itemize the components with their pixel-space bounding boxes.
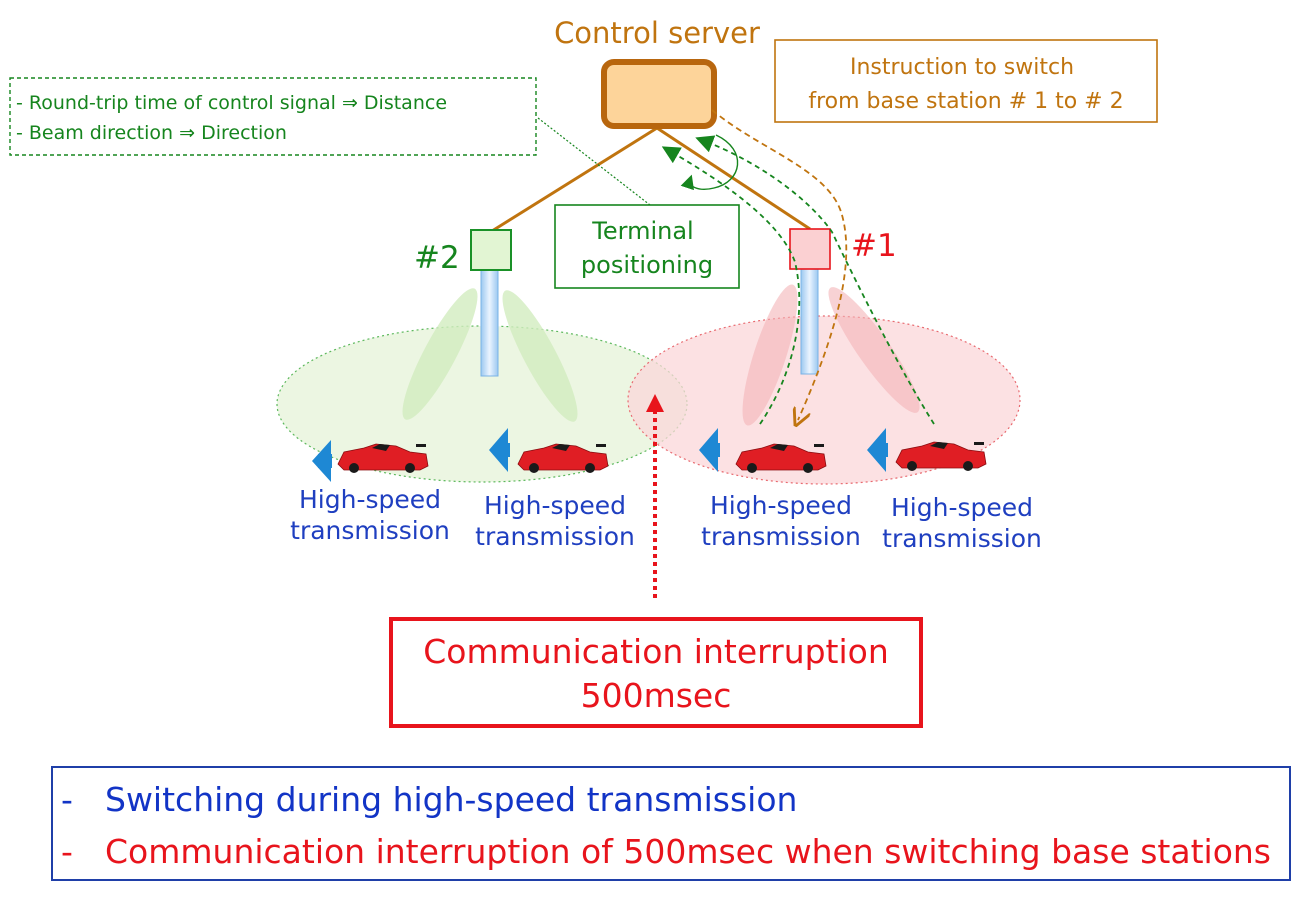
terminal-label-1-line-2: transmission — [290, 516, 450, 545]
summary-box: -Switching during high-speed transmissio… — [51, 766, 1291, 881]
positioning-line-2: positioning — [581, 251, 713, 279]
base-station-2 — [470, 229, 512, 271]
instruction-box — [774, 39, 1158, 123]
summary-item-2-text: Communication interruption of 500msec wh… — [105, 832, 1271, 871]
terminal-label-3-line-1: High-speed — [709, 491, 852, 520]
summary-bullet-2: - — [61, 832, 73, 871]
terminal-label-1-line-1: High-speed — [298, 485, 441, 514]
direction-arrow-car-2-tail — [496, 443, 510, 457]
interruption-pointer-arrowhead — [646, 394, 664, 412]
positioning-line-1: Terminal — [591, 217, 693, 245]
station-2-label: #2 — [414, 240, 460, 276]
terminal-label-4-line-1: High-speed — [890, 493, 1033, 522]
summary-item-1: -Switching during high-speed transmissio… — [61, 774, 1289, 826]
direction-arrow-car-3-tail — [706, 443, 720, 457]
server-title: Control server — [554, 16, 760, 50]
measurement-line-1: - Round-trip time of control signal ⇒ Di… — [16, 92, 447, 114]
terminal-label-3-line-2: transmission — [701, 522, 861, 551]
wire-server-to-station-1 — [656, 126, 811, 231]
station-1-label: #1 — [851, 228, 897, 264]
summary-item-1-text: Switching during high-speed transmission — [105, 780, 798, 819]
control-server — [601, 59, 717, 129]
instruction-line-1: Instruction to switch — [850, 55, 1074, 80]
control-signal-path-car-4 — [695, 135, 935, 425]
terminal-label-1: High-speed transmission — [270, 484, 470, 546]
wire-server-to-station-2 — [491, 126, 658, 233]
car-2 — [517, 443, 609, 473]
summary-item-2: -Communication interruption of 500msec w… — [61, 826, 1289, 878]
interruption-line-2: 500msec — [580, 676, 732, 715]
beams-station-1 — [742, 284, 920, 426]
car-4 — [895, 441, 987, 471]
car-3 — [735, 443, 827, 473]
terminal-label-2-line-1: High-speed — [483, 491, 626, 520]
switch-instruction-path — [711, 109, 848, 420]
interruption-box: Communication interruption 500msec — [389, 617, 923, 728]
coverage-area-station-1 — [627, 315, 1021, 485]
terminal-label-4-line-2: transmission — [882, 524, 1042, 553]
round-trip-loop-icon — [680, 134, 739, 191]
base-station-1 — [789, 228, 831, 270]
instruction-line-2: from base station # 1 to # 2 — [808, 89, 1123, 114]
antenna-pole-station-1 — [800, 267, 819, 375]
measurement-box — [9, 77, 537, 156]
interruption-line-1: Communication interruption — [423, 632, 889, 671]
direction-arrow-car-1-tail — [318, 454, 332, 468]
measurement-line-2: - Beam direction ⇒ Direction — [16, 122, 287, 144]
terminal-label-2-line-2: transmission — [475, 522, 635, 551]
summary-bullet-1: - — [61, 780, 73, 819]
positioning-box — [554, 204, 740, 289]
terminal-label-3: High-speed transmission — [681, 490, 881, 552]
antenna-pole-station-2 — [480, 269, 499, 377]
car-1 — [337, 443, 429, 473]
terminal-label-2: High-speed transmission — [455, 490, 655, 552]
direction-arrow-car-4-tail — [874, 443, 888, 457]
beams-station-2 — [402, 288, 578, 422]
terminal-label-4: High-speed transmission — [862, 492, 1062, 554]
